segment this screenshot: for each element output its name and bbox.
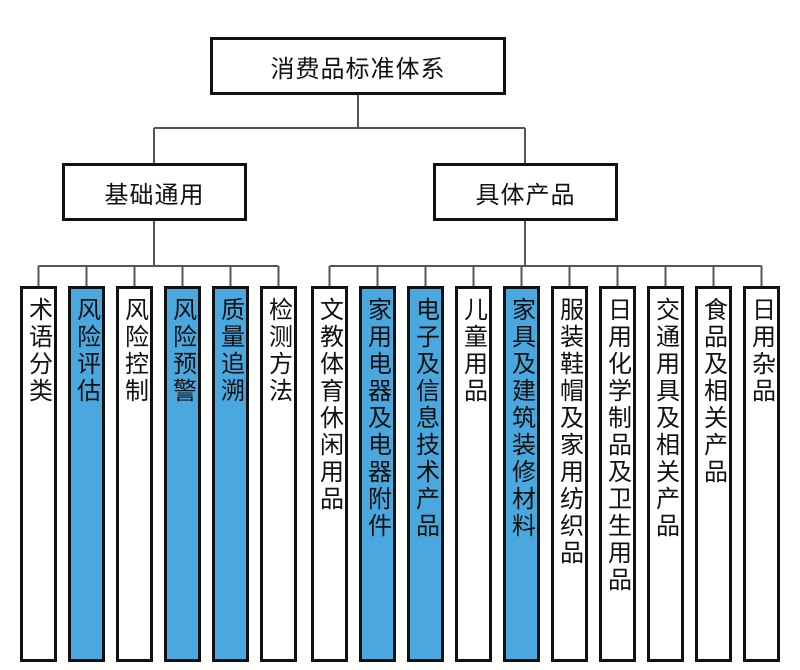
leaf-node: 质量追溯 (212, 286, 249, 662)
leaf-node: 电子及信息技术产品 (407, 286, 444, 662)
group-label: 具体产品 (475, 180, 576, 209)
leaf-node: 儿童用品 (455, 286, 492, 662)
root-node: 消费品标准体系 (210, 37, 506, 95)
leaf-label: 家具及建筑装修材料 (507, 297, 536, 540)
leaf-node: 文教体育休闲用品 (311, 286, 348, 662)
leaf-label: 日用化学制品及卫生用品 (603, 297, 632, 594)
leaf-node: 术语分类 (20, 286, 57, 662)
leaf-node: 服装鞋帽及家用纺织品 (551, 286, 588, 662)
leaf-label: 电子及信息技术产品 (411, 297, 440, 540)
leaf-node: 风险控制 (116, 286, 153, 662)
leaf-node: 风险预警 (164, 286, 201, 662)
root-label: 消费品标准体系 (270, 54, 446, 83)
leaf-node: 家用电器及电器附件 (359, 286, 396, 662)
leaf-label: 日用杂品 (747, 297, 776, 405)
group-node-basic-general: 基础通用 (62, 163, 247, 221)
leaf-label: 服装鞋帽及家用纺织品 (555, 297, 584, 567)
leaf-node: 家具及建筑装修材料 (503, 286, 540, 662)
group-label: 基础通用 (104, 180, 205, 209)
leaf-label: 风险控制 (120, 297, 149, 405)
leaf-label: 术语分类 (24, 297, 53, 405)
leaf-label: 文教体育休闲用品 (315, 297, 344, 513)
leaf-node: 交通用具及相关产品 (647, 286, 684, 662)
leaf-label: 质量追溯 (216, 297, 245, 405)
leaf-label: 家用电器及电器附件 (363, 297, 392, 540)
leaf-label: 儿童用品 (459, 297, 488, 405)
leaf-node: 检测方法 (260, 286, 297, 662)
leaf-node: 食品及相关产品 (695, 286, 732, 662)
group-node-specific-products: 具体产品 (433, 163, 618, 221)
leaf-node: 风险评估 (68, 286, 105, 662)
leaf-label: 检测方法 (264, 297, 293, 405)
leaf-label: 食品及相关产品 (699, 297, 728, 486)
leaf-label: 风险评估 (72, 297, 101, 405)
leaf-node: 日用化学制品及卫生用品 (599, 286, 636, 662)
leaf-node: 日用杂品 (743, 286, 780, 662)
leaf-label: 交通用具及相关产品 (651, 297, 680, 540)
leaf-label: 风险预警 (168, 297, 197, 405)
